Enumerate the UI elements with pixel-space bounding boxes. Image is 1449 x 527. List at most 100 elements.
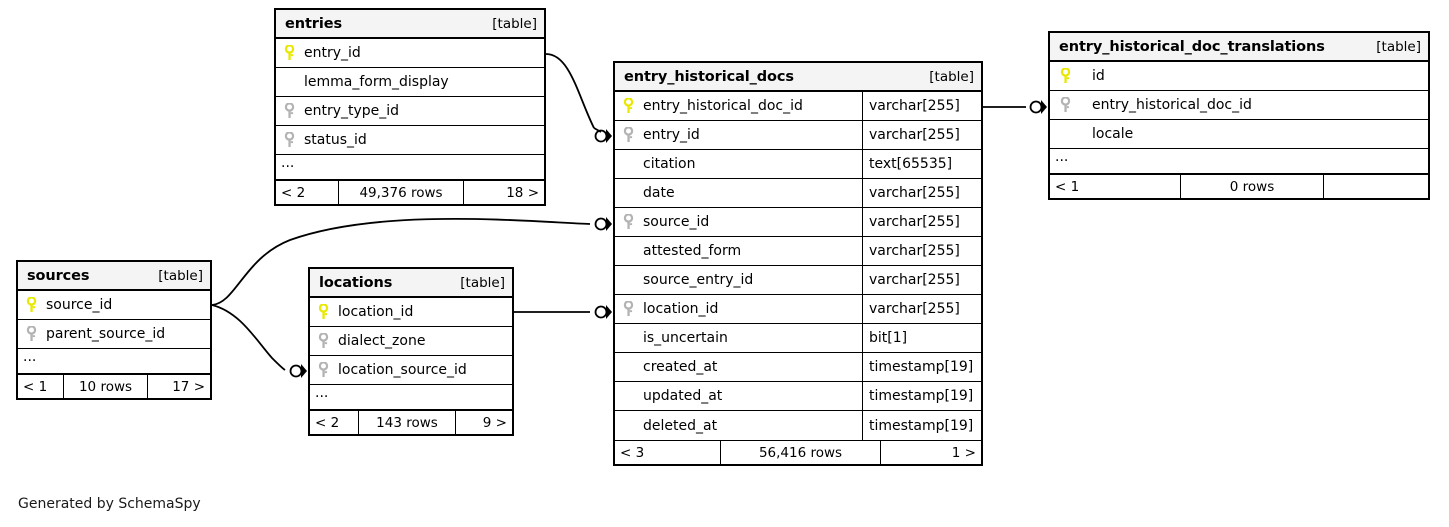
column-label: status_id [304,132,367,148]
table-row[interactable]: status_id [276,126,544,155]
prev-relations-count[interactable]: < 3 [620,444,645,461]
table-header-sources: sources [table] [18,262,210,291]
column-label: citation [643,156,696,172]
column-name-cell: date [615,179,862,207]
edge-entries-to-entry-historical-docs [545,53,613,144]
column-name-cell: entry_historical_doc_id [615,92,862,120]
table-row[interactable]: location_id varchar[255] [615,295,981,324]
next-relations-count[interactable]: 17 > [172,378,205,395]
table-type-tag: [table] [492,15,537,32]
next-relations-count[interactable] [1324,175,1428,198]
column-label: id [1092,68,1105,84]
primary-key-icon [318,304,336,320]
table-row[interactable]: entry_historical_doc_id [1050,91,1428,120]
prev-relations-count[interactable]: < 1 [23,378,48,395]
table-footer: < 3 56,416 rows 1 > [615,440,981,464]
table-locations[interactable]: locations [table] location_id [308,267,514,436]
table-row[interactable]: id [1050,62,1428,91]
table-row[interactable]: entry_id varchar[255] [615,121,981,150]
more-columns-indicator: ... [310,385,512,410]
table-entry-historical-doc-translations[interactable]: entry_historical_doc_translations [table… [1048,31,1430,200]
primary-key-icon [1060,68,1090,84]
table-row[interactable]: locale [1050,120,1428,149]
column-name-cell: entry_id [615,121,862,149]
column-type-cell: varchar[255] [862,295,981,323]
table-row[interactable]: location_id [310,298,512,327]
column-name-cell: citation [615,150,862,178]
prev-relations-count[interactable]: < 1 [1055,178,1080,195]
column-type-cell: varchar[255] [862,266,981,294]
column-label: updated_at [643,388,723,404]
table-row[interactable]: dialect_zone [310,327,512,356]
foreign-key-icon [284,103,302,119]
table-title: entry_historical_docs [624,68,794,85]
table-row[interactable]: entry_type_id [276,97,544,126]
primary-key-icon [26,297,44,313]
column-name-cell: lemma_form_display [276,68,544,96]
column-name-cell: status_id [276,126,544,154]
table-row[interactable]: attested_form varchar[255] [615,237,981,266]
table-entries[interactable]: entries [table] entry_id lemma_form_disp [274,8,546,206]
table-row[interactable]: date varchar[255] [615,179,981,208]
edge-entry-historical-docs-to-translations [983,99,1048,115]
table-row[interactable]: source_id varchar[255] [615,208,981,237]
table-row[interactable]: created_at timestamp[19] [615,353,981,382]
table-sources[interactable]: sources [table] source_id [16,260,212,400]
column-name-cell: source_entry_id [615,266,862,294]
column-name-cell: parent_source_id [18,320,210,348]
foreign-key-icon [1060,97,1090,113]
table-row[interactable]: location_source_id [310,356,512,385]
table-row[interactable]: updated_at timestamp[19] [615,382,981,411]
table-row[interactable]: lemma_form_display [276,68,544,97]
column-name-cell: source_id [615,208,862,236]
more-columns-indicator: ... [18,349,210,374]
prev-relations-count[interactable]: < 2 [315,414,340,431]
table-row[interactable]: entry_historical_doc_id varchar[255] [615,92,981,121]
table-row[interactable]: entry_id [276,39,544,68]
column-label: entry_historical_doc_id [643,98,803,114]
column-label: source_id [46,297,113,313]
table-footer: < 2 49,376 rows 18 > [276,180,544,204]
column-name-cell: location_id [310,298,512,326]
column-type-cell: varchar[255] [862,179,981,207]
column-name-cell: deleted_at [615,411,862,440]
column-label: created_at [643,359,718,375]
table-row[interactable]: parent_source_id [18,320,210,349]
foreign-key-icon [284,132,302,148]
column-type-cell: varchar[255] [862,237,981,265]
column-name-cell: entry_type_id [276,97,544,125]
table-title: entries [285,15,342,32]
column-label: attested_form [643,243,742,259]
next-relations-count[interactable]: 18 > [506,184,539,201]
column-name-cell: updated_at [615,382,862,410]
primary-key-icon [623,98,641,114]
column-type-cell: varchar[255] [862,92,981,120]
table-entry-historical-docs[interactable]: entry_historical_docs [table] entry_hist… [613,61,983,466]
column-name-cell: entry_historical_doc_id [1050,91,1428,119]
table-row[interactable]: source_entry_id varchar[255] [615,266,981,295]
more-columns-indicator: ... [276,155,544,180]
table-title: locations [319,274,393,291]
generator-credit: Generated by SchemaSpy [18,496,201,512]
column-name-cell: id [1050,62,1428,90]
column-name-cell: attested_form [615,237,862,265]
table-title: entry_historical_doc_translations [1059,38,1325,55]
row-count: 56,416 rows [720,441,881,464]
next-relations-count[interactable]: 9 > [482,414,507,431]
primary-key-icon [284,45,302,61]
column-label: deleted_at [643,417,718,434]
column-label: source_id [643,214,710,230]
column-label: date [643,185,675,201]
next-relations-count[interactable]: 1 > [951,444,976,461]
table-row[interactable]: is_uncertain bit[1] [615,324,981,353]
table-row[interactable]: citation text[65535] [615,150,981,179]
table-type-tag: [table] [1376,38,1421,55]
table-row[interactable]: deleted_at timestamp[19] [615,411,981,440]
column-name-cell: locale [1050,120,1428,148]
table-row[interactable]: source_id [18,291,210,320]
prev-relations-count[interactable]: < 2 [281,184,306,201]
foreign-key-icon [26,326,44,342]
column-type-cell: bit[1] [862,324,981,352]
column-name-cell: entry_id [276,39,544,67]
